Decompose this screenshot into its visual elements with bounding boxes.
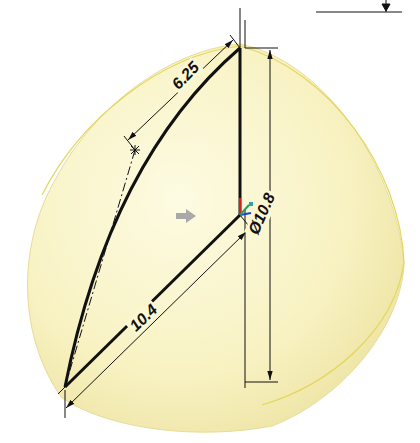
silhouette-edge [42,46,404,405]
view-arrow [176,209,196,223]
sketch-geometry [65,48,240,387]
body-surface [28,44,404,432]
dimension-lines [58,0,402,418]
origin-triad [240,198,253,215]
